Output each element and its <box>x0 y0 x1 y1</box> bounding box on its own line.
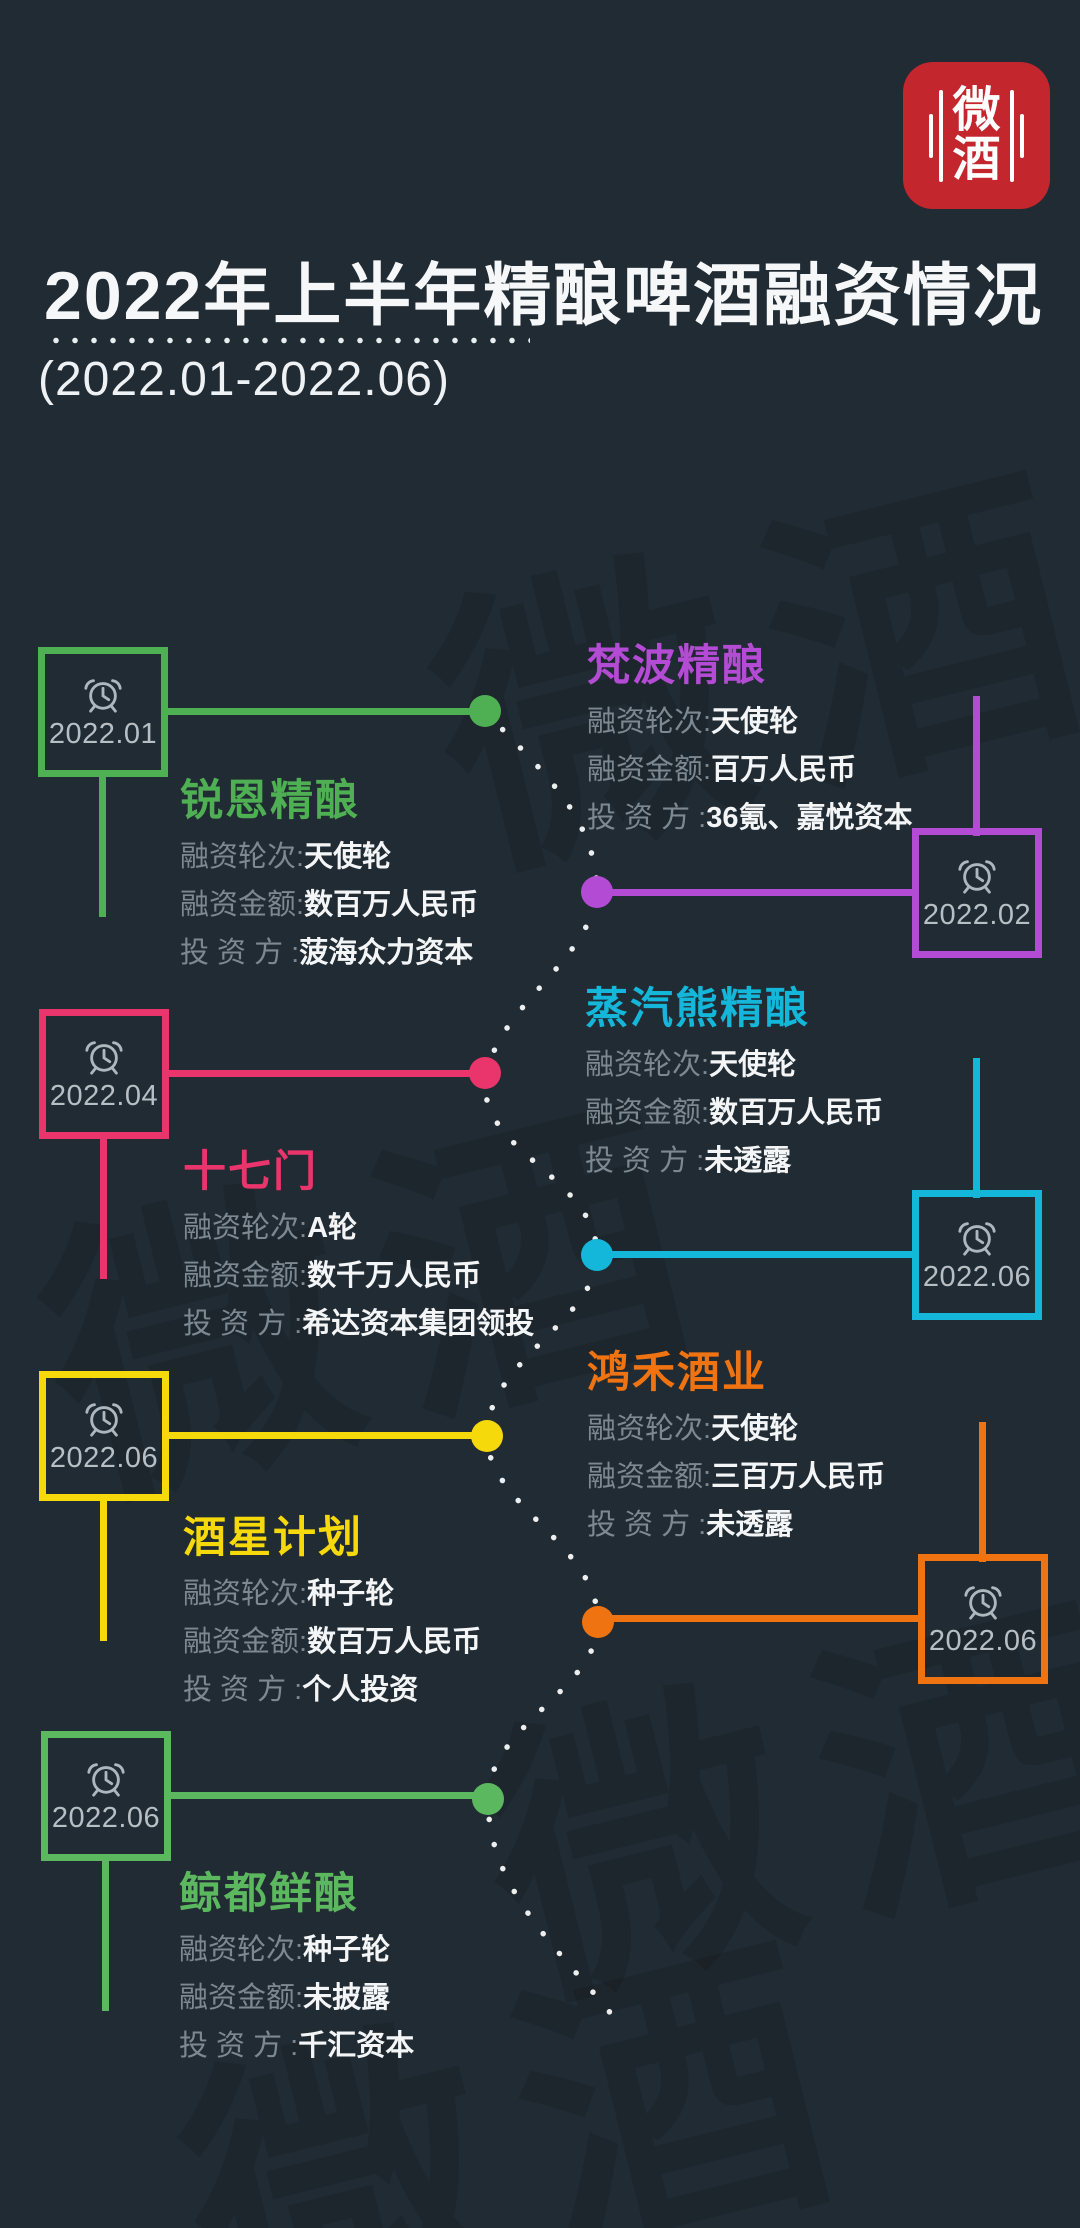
investor-label: 投 资 方 : <box>180 937 300 969</box>
logo-char-bottom: 酒 <box>952 132 1001 186</box>
date-box: 2022.01 <box>38 647 168 777</box>
page-subtitle: (2022.01-2022.06) <box>38 353 450 406</box>
background-watermark: 微酒 <box>15 1056 757 1548</box>
date-label: 2022.06 <box>922 1260 1032 1293</box>
round-value: 天使轮 <box>711 1413 799 1445</box>
investor-value: 菠海众力资本 <box>299 937 474 969</box>
logo-characters: 微 酒 <box>952 83 1001 186</box>
alarm-clock-icon <box>958 1221 996 1256</box>
logo-soundwave-bars-right <box>1009 89 1024 182</box>
title-dotted-divider <box>52 336 530 345</box>
investor-value: 未透露 <box>704 1145 792 1177</box>
weijiu-logo: 微 酒 <box>903 62 1050 209</box>
stem-line <box>102 1861 109 2011</box>
company-name: 鲸都鲜酿 <box>179 1870 359 1918</box>
amount-row: 融资金额:三百万人民币 <box>587 1453 885 1501</box>
investor-value: 未透露 <box>706 1509 794 1541</box>
amount-row: 融资金额:数百万人民币 <box>183 1618 481 1666</box>
investor-row: 投 资 方 :菠海众力资本 <box>180 929 478 977</box>
round-value: 天使轮 <box>304 841 392 873</box>
round-row: 融资轮次:种子轮 <box>183 1570 481 1618</box>
page-title: 2022年上半年精酿啤酒融资情况 <box>44 258 1044 334</box>
round-row: 融资轮次:天使轮 <box>180 833 478 881</box>
stem-line <box>973 1058 980 1198</box>
investor-label: 投 资 方 : <box>183 1674 303 1706</box>
stem-line <box>99 777 106 917</box>
entry-info: 锐恩精酿 融资轮次:天使轮 融资金额:数百万人民币 投 资 方 :菠海众力资本 <box>180 780 478 977</box>
logo-soundwave-bars-left <box>929 89 944 182</box>
connector-line <box>171 1792 488 1799</box>
alarm-clock-icon <box>958 859 996 894</box>
background-watermark: 微酒 <box>405 426 1080 918</box>
date-label: 2022.02 <box>922 898 1032 931</box>
date-label: 2022.04 <box>49 1079 159 1112</box>
amount-value: 数百万人民币 <box>304 889 479 921</box>
alarm-clock-icon <box>87 1762 125 1797</box>
entry-info: 酒星计划 融资轮次:种子轮 融资金额:数百万人民币 投 资 方 :个人投资 <box>183 1517 481 1714</box>
date-box: 2022.06 <box>912 1190 1042 1320</box>
investor-row: 投 资 方 :个人投资 <box>183 1666 481 1714</box>
company-name: 锐恩精酿 <box>180 777 360 825</box>
logo-char-top: 微 <box>952 83 1001 137</box>
date-box: 2022.02 <box>912 828 1042 958</box>
round-label: 融资轮次: <box>180 841 305 873</box>
round-label: 融资轮次: <box>183 1578 308 1610</box>
date-label: 2022.01 <box>48 717 158 750</box>
alarm-clock-icon <box>84 678 122 713</box>
round-value: 种子轮 <box>307 1578 395 1610</box>
amount-value: 三百万人民币 <box>711 1461 886 1493</box>
alarm-clock-icon <box>85 1040 123 1075</box>
date-box: 2022.06 <box>41 1731 171 1861</box>
round-value: 天使轮 <box>709 1049 797 1081</box>
investor-label: 投 资 方 : <box>587 1509 707 1541</box>
amount-value: 数百万人民币 <box>709 1097 884 1129</box>
amount-label: 融资金额: <box>587 1461 712 1493</box>
amount-label: 融资金额: <box>183 1626 308 1658</box>
amount-row: 融资金额:数百万人民币 <box>180 881 478 929</box>
investor-value: 个人投资 <box>302 1674 419 1706</box>
date-label: 2022.06 <box>51 1801 161 1834</box>
investor-row: 投 资 方 :未透露 <box>587 1501 885 1549</box>
amount-label: 融资金额: <box>180 889 305 921</box>
